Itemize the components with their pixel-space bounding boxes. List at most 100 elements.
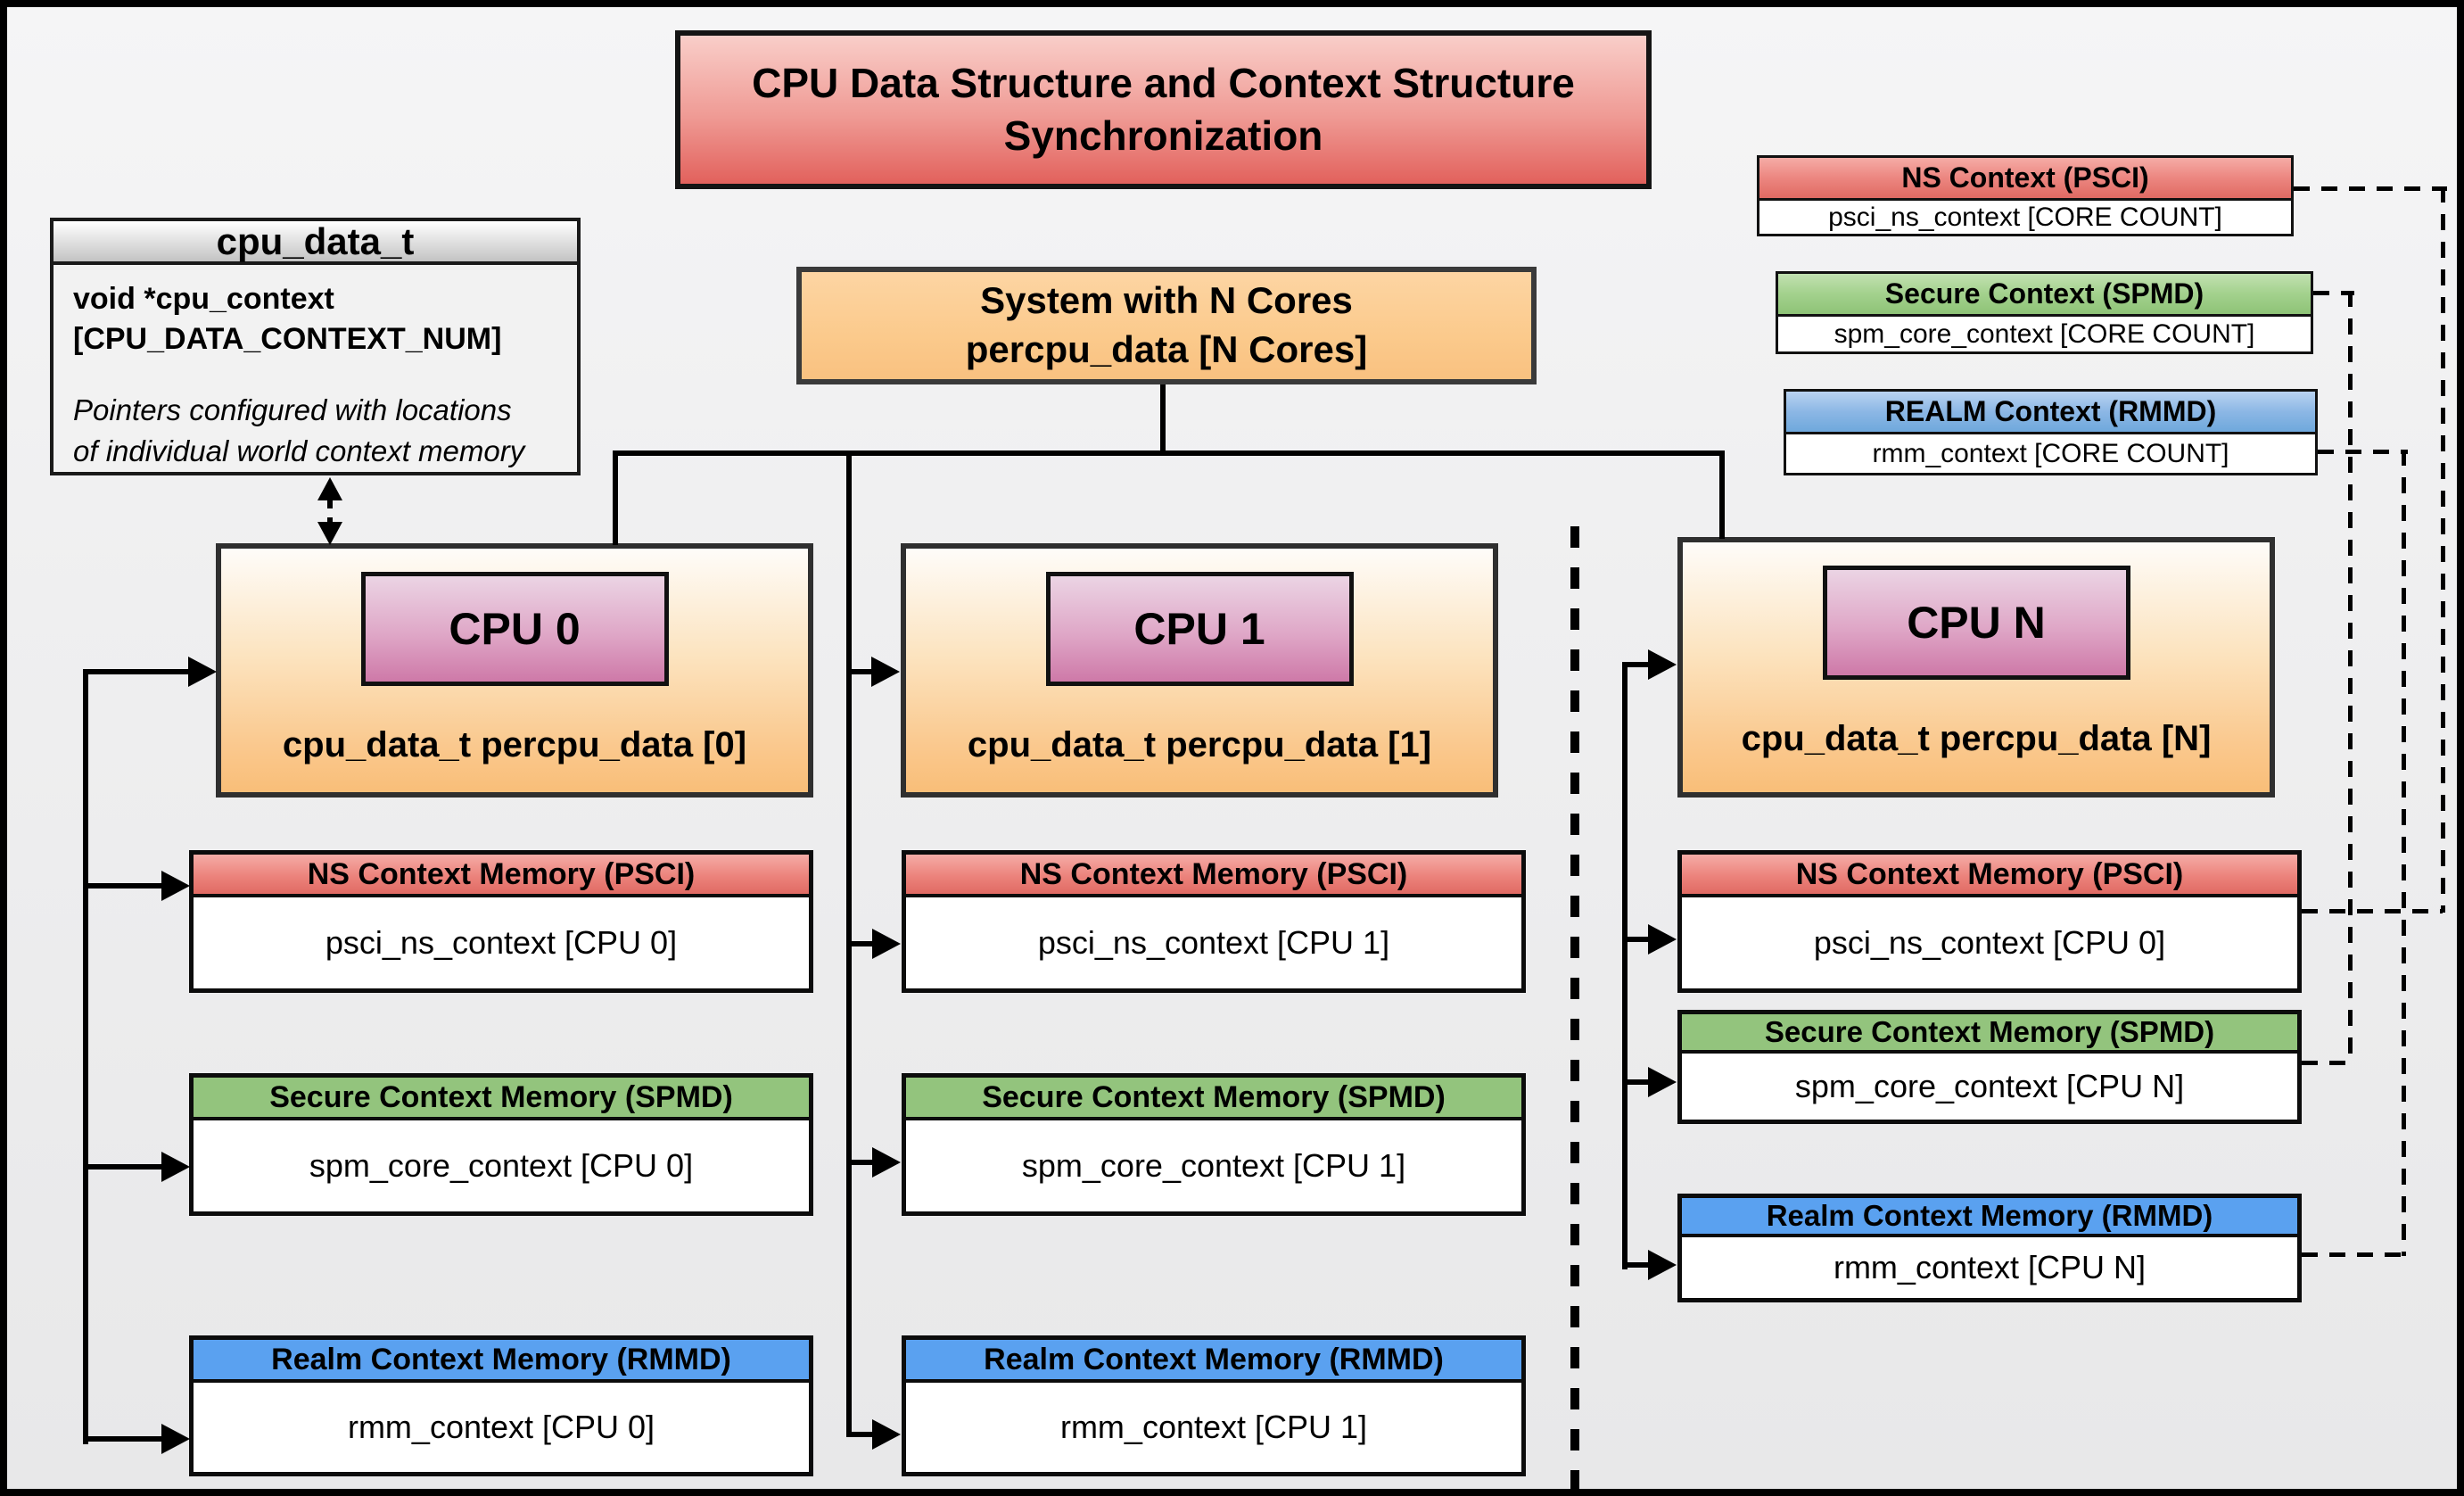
cpu0-secure-context-memory-box: Secure Context Memory (SPMD) spm_core_co… [189,1073,813,1216]
system-branch-drop-cpun-line [1719,450,1725,539]
cpu0-realm-context-memory-header: Realm Context Memory (RMMD) [194,1340,809,1383]
cpu1-group-box: CPU 1 cpu_data_t percpu_data [1] [901,543,1498,798]
spmd-dashed-vertical [2348,291,2353,1064]
cpu0-percpu-data-label: cpu_data_t percpu_data [0] [282,725,747,765]
cpu0-group-box: CPU 0 cpu_data_t percpu_data [0] [216,543,813,798]
cpu1-ns-context-memory-header: NS Context Memory (PSCI) [906,855,1521,897]
cpu-data-t-field-line2: [CPU_DATA_CONTEXT_NUM] [73,321,502,356]
cpun-realm-context-memory-body: rmm_context [CPU N] [1682,1237,2297,1298]
cpun-arrow-line-ns [1622,937,1651,942]
cpun-arrow-line-secure [1622,1079,1651,1085]
system-branch-stem-line [1160,384,1166,456]
legend-ns-context: NS Context (PSCI) psci_ns_context [CORE … [1757,155,2294,236]
diagram-title-line2: Synchronization [1003,112,1323,159]
cpu-data-t-note: Pointers configured with locations of in… [73,390,557,472]
cpu0-arrow-line-cpu [83,669,190,674]
cpu1-ns-context-memory-box: NS Context Memory (PSCI) psci_ns_context… [902,850,1526,993]
cpun-label: CPU N [1822,566,2130,680]
system-box-line1: System with N Cores [980,279,1353,322]
system-branch-horizontal-line [613,450,1725,456]
cpu1-arrow-line-secure [846,1160,875,1165]
cpun-ns-context-memory-header: NS Context Memory (PSCI) [1682,855,2297,897]
cpu1-label: CPU 1 [1045,572,1354,686]
cpu0-secure-context-memory-header: Secure Context Memory (SPMD) [194,1078,809,1120]
cpu1-realm-context-memory-header: Realm Context Memory (RMMD) [906,1340,1521,1383]
legend-realm-context-header: REALM Context (RMMD) [1786,392,2315,434]
cpu0-arrow-line-ns [83,883,163,889]
spmd-dashed-horizontal-bottom [2302,1061,2350,1065]
cpu-data-t-note-line1: Pointers configured with locations [73,393,512,426]
cpu0-arrow-line-secure [83,1164,163,1170]
cpun-arrowhead-realm-icon [1648,1250,1677,1280]
cpun-secure-context-memory-body: spm_core_context [CPU N] [1682,1054,2297,1120]
cpun-percpu-data-label: cpu_data_t percpu_data [N] [1741,719,2212,758]
cpun-secure-context-memory-box: Secure Context Memory (SPMD) spm_core_co… [1677,1010,2302,1124]
cpun-arrowhead-ns-icon [1648,924,1677,955]
cpu1-realm-context-memory-body: rmm_context [CPU 1] [906,1383,1521,1472]
cpun-group-box: CPU N cpu_data_t percpu_data [N] [1677,537,2275,798]
cpu0-secure-context-memory-body: spm_core_context [CPU 0] [194,1120,809,1211]
rmmd-dashed-vertical [2402,450,2406,1256]
cpun-realm-context-memory-header: Realm Context Memory (RMMD) [1682,1198,2297,1237]
legend-ns-context-header: NS Context (PSCI) [1759,158,2291,201]
cpu1-realm-context-memory-box: Realm Context Memory (RMMD) rmm_context … [902,1335,1526,1476]
cpu0-arrowhead-secure-icon [161,1152,190,1182]
cpun-pointer-trunk-line [1622,662,1628,1269]
cpu1-ns-context-memory-body: psci_ns_context [CPU 1] [906,897,1521,988]
cpu-data-t-body: void *cpu_context [CPU_DATA_CONTEXT_NUM]… [54,265,577,486]
cpun-ns-context-memory-body: psci_ns_context [CPU 0] [1682,897,2297,988]
diagram-title: CPU Data Structure and Context Structure… [675,30,1652,189]
cpun-realm-context-memory-box: Realm Context Memory (RMMD) rmm_context … [1677,1194,2302,1302]
cpu1-arrowhead-cpu-icon [871,657,900,687]
cpu0-ns-context-memory-body: psci_ns_context [CPU 0] [194,897,809,988]
cpu-data-t-box: cpu_data_t void *cpu_context [CPU_DATA_C… [50,218,581,475]
cpun-arrow-line-cpu [1622,662,1651,667]
system-box-line2: percpu_data [N Cores] [965,328,1368,370]
legend-secure-context-body: spm_core_context [CORE COUNT] [1778,317,2311,351]
legend-secure-context-header: Secure Context (SPMD) [1778,274,2311,317]
cpu0-pointer-trunk-line [83,669,88,1444]
spmd-dashed-horizontal-top [2313,291,2354,295]
psci-dashed-horizontal-top [2294,186,2447,191]
legend-secure-context: Secure Context (SPMD) spm_core_context [… [1776,271,2313,354]
cpun-arrow-line-realm [1622,1262,1651,1268]
cpun-arrowhead-cpu-icon [1648,649,1677,680]
legend-ns-context-body: psci_ns_context [CORE COUNT] [1759,201,2291,234]
struct-link-arrowhead-up-icon [317,477,342,500]
cpu-data-t-field-line1: void *cpu_context [73,282,334,316]
cpu0-label: CPU 0 [360,572,669,686]
cpu1-arrowhead-ns-icon [872,929,901,959]
diagram-title-line1: CPU Data Structure and Context Structure [752,60,1575,107]
cpu1-secure-context-memory-header: Secure Context Memory (SPMD) [906,1078,1521,1120]
cpun-arrowhead-secure-icon [1648,1067,1677,1097]
cpu1-percpu-data-label: cpu_data_t percpu_data [1] [967,725,1432,765]
system-box: System with N Cores percpu_data [N Cores… [796,267,1537,384]
cpu-data-t-header: cpu_data_t [54,220,577,265]
cpu0-realm-context-memory-body: rmm_context [CPU 0] [194,1383,809,1472]
cpu1-arrow-line-ns [846,941,875,946]
cpu1-arrow-line-cpu [846,669,873,674]
legend-realm-context-body: rmm_context [CORE COUNT] [1786,434,2315,473]
struct-link-arrowhead-down-icon [317,522,342,545]
cpu0-arrowhead-ns-icon [161,871,190,901]
cpu0-realm-context-memory-box: Realm Context Memory (RMMD) rmm_context … [189,1335,813,1476]
cpun-secure-context-memory-header: Secure Context Memory (SPMD) [1682,1014,2297,1054]
system-branch-drop-cpu0-line [613,450,618,545]
struct-link-dashed-line [327,499,333,524]
cpu1-arrowhead-secure-icon [872,1147,901,1178]
cpu1-secure-context-memory-box: Secure Context Memory (SPMD) spm_core_co… [902,1073,1526,1216]
cpu-data-t-note-line2: of individual world context memory [73,434,525,467]
rmmd-dashed-horizontal-bottom [2302,1252,2403,1257]
cpu1-arrow-line-realm [846,1432,875,1437]
cpu0-ns-context-memory-box: NS Context Memory (PSCI) psci_ns_context… [189,850,813,993]
psci-dashed-vertical [2441,186,2445,913]
column-separator-dashed-line [1570,526,1579,1489]
cpu1-secure-context-memory-body: spm_core_context [CPU 1] [906,1120,1521,1211]
cpun-ns-context-memory-box: NS Context Memory (PSCI) psci_ns_context… [1677,850,2302,993]
rmmd-dashed-horizontal-top [2318,450,2408,454]
legend-realm-context: REALM Context (RMMD) rmm_context [CORE C… [1784,389,2318,475]
cpu1-arrowhead-realm-icon [872,1419,901,1450]
psci-dashed-horizontal-bottom [2302,909,2443,913]
cpu0-arrowhead-cpu-icon [188,657,217,687]
